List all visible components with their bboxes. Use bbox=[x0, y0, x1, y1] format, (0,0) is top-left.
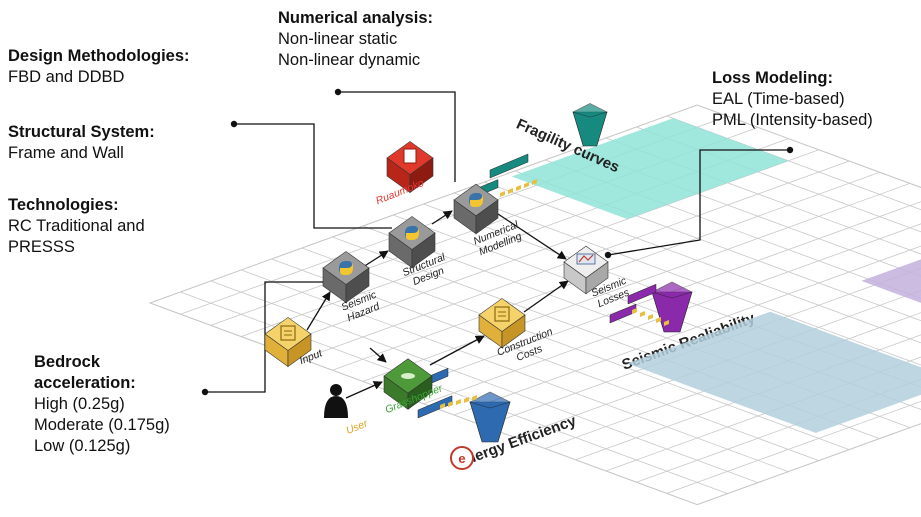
annotation-heading: Design Methodologies: bbox=[8, 47, 190, 65]
annotation-heading: Loss Modeling: bbox=[712, 69, 833, 87]
annotation-line: RC Traditional and bbox=[8, 217, 145, 235]
arrow-chevron bbox=[516, 185, 521, 191]
bar-glyph bbox=[489, 153, 529, 179]
zone-area bbox=[861, 259, 921, 303]
annotation-line: PML (Intensity-based) bbox=[712, 111, 873, 129]
python-icon bbox=[469, 193, 483, 207]
ruaumoko-icon bbox=[403, 148, 417, 164]
block-side bbox=[411, 232, 436, 269]
grid-line bbox=[484, 181, 921, 344]
arrow-chevron bbox=[648, 314, 653, 320]
annotation-line: Non-linear dynamic bbox=[278, 51, 421, 69]
block-side bbox=[407, 375, 433, 410]
flow-arrow bbox=[429, 335, 485, 366]
bar-glyph bbox=[627, 283, 657, 305]
annotation-technologies: Technologies: RC Traditional and PRESSS bbox=[8, 195, 145, 258]
user-label: User bbox=[344, 417, 370, 437]
arrow-chevron bbox=[508, 188, 513, 194]
zone-area bbox=[511, 118, 789, 220]
person-icon bbox=[330, 384, 342, 396]
annotation-heading: acceleration: bbox=[34, 374, 136, 392]
chart-glyphs: e bbox=[417, 103, 693, 470]
python-icon bbox=[405, 226, 419, 240]
grid-line bbox=[697, 104, 921, 188]
flow-arrow bbox=[523, 280, 569, 313]
document-icon bbox=[280, 325, 296, 341]
annotation-design-methodologies: Design Methodologies: FBD and DDBD bbox=[8, 46, 190, 88]
block-side bbox=[475, 199, 499, 235]
leader-line bbox=[234, 123, 392, 229]
arrow-chevron bbox=[472, 395, 477, 401]
arrow-chevron bbox=[664, 320, 669, 326]
funnel-glyph bbox=[651, 281, 693, 333]
block-side bbox=[409, 157, 434, 194]
leader-line bbox=[338, 91, 456, 182]
arrow-chevron bbox=[456, 399, 461, 405]
funnel-glyph bbox=[572, 103, 608, 147]
annotation-line: Frame and Wall bbox=[8, 144, 124, 162]
annotation-line: FBD and DDBD bbox=[8, 68, 125, 86]
user-figure: User bbox=[324, 384, 370, 437]
funnel-glyph bbox=[469, 391, 511, 443]
annotation-heading: Technologies: bbox=[8, 196, 119, 214]
flow-arrow bbox=[431, 210, 453, 225]
svg-text:e: e bbox=[458, 451, 465, 466]
annotation-line: PRESSS bbox=[8, 238, 75, 256]
document-icon bbox=[494, 306, 510, 322]
annotation-numerical-analysis: Numerical analysis: Non-linear static No… bbox=[278, 8, 433, 71]
annotation-line: High (0.25g) bbox=[34, 395, 125, 413]
block-input: Input bbox=[264, 317, 325, 368]
arrow-chevron bbox=[524, 182, 529, 188]
grid-line bbox=[697, 423, 921, 505]
flow-arrow bbox=[369, 347, 387, 363]
arrow-chevron bbox=[640, 311, 645, 317]
python-icon bbox=[339, 261, 353, 275]
grasshopper-icon bbox=[401, 373, 415, 379]
annotation-loss-modeling: Loss Modeling: EAL (Time-based) PML (Int… bbox=[712, 68, 873, 131]
grid-line bbox=[666, 400, 921, 494]
flow-arrows bbox=[306, 210, 569, 399]
flow-arrow bbox=[345, 381, 383, 399]
arrow-chevron bbox=[632, 308, 637, 314]
annotation-structural-system: Structural System: Frame and Wall bbox=[8, 122, 155, 164]
leader-line bbox=[607, 149, 790, 256]
flow-arrow bbox=[362, 250, 389, 268]
annotation-line: Non-linear static bbox=[278, 30, 398, 48]
block-side bbox=[345, 267, 370, 304]
losses-icon bbox=[576, 253, 596, 265]
annotation-bedrock-acceleration: Bedrock acceleration: High (0.25g) Moder… bbox=[34, 352, 170, 457]
arrow-chevron bbox=[500, 191, 505, 197]
block-side bbox=[501, 314, 526, 349]
zone-area bbox=[627, 311, 921, 433]
arrow-chevron bbox=[440, 403, 445, 409]
annotation-heading: Numerical analysis: bbox=[278, 9, 433, 27]
energyplus-logo: e bbox=[450, 446, 474, 470]
leader-dot bbox=[604, 251, 612, 259]
leader-dot bbox=[201, 388, 209, 396]
leader-dot bbox=[786, 146, 794, 154]
flow-arrow bbox=[306, 291, 331, 331]
leader-dot bbox=[334, 88, 342, 96]
arrow-chevron bbox=[532, 179, 537, 185]
arrow-chevron bbox=[656, 317, 661, 323]
annotation-heading: Structural System: bbox=[8, 123, 155, 141]
block-side bbox=[585, 261, 609, 295]
flow-arrow bbox=[497, 213, 567, 260]
block-side bbox=[287, 333, 312, 368]
person-body bbox=[324, 396, 348, 418]
annotation-line: Moderate (0.175g) bbox=[34, 416, 170, 434]
arrow-chevron bbox=[448, 401, 453, 407]
annotation-heading: Bedrock bbox=[34, 353, 101, 371]
annotation-line: EAL (Time-based) bbox=[712, 90, 845, 108]
leader-dot bbox=[230, 120, 238, 128]
arrow-chevron bbox=[464, 397, 469, 403]
annotation-line: Low (0.125g) bbox=[34, 437, 131, 455]
block-ruaumoko: Ruaumoko bbox=[374, 141, 434, 207]
